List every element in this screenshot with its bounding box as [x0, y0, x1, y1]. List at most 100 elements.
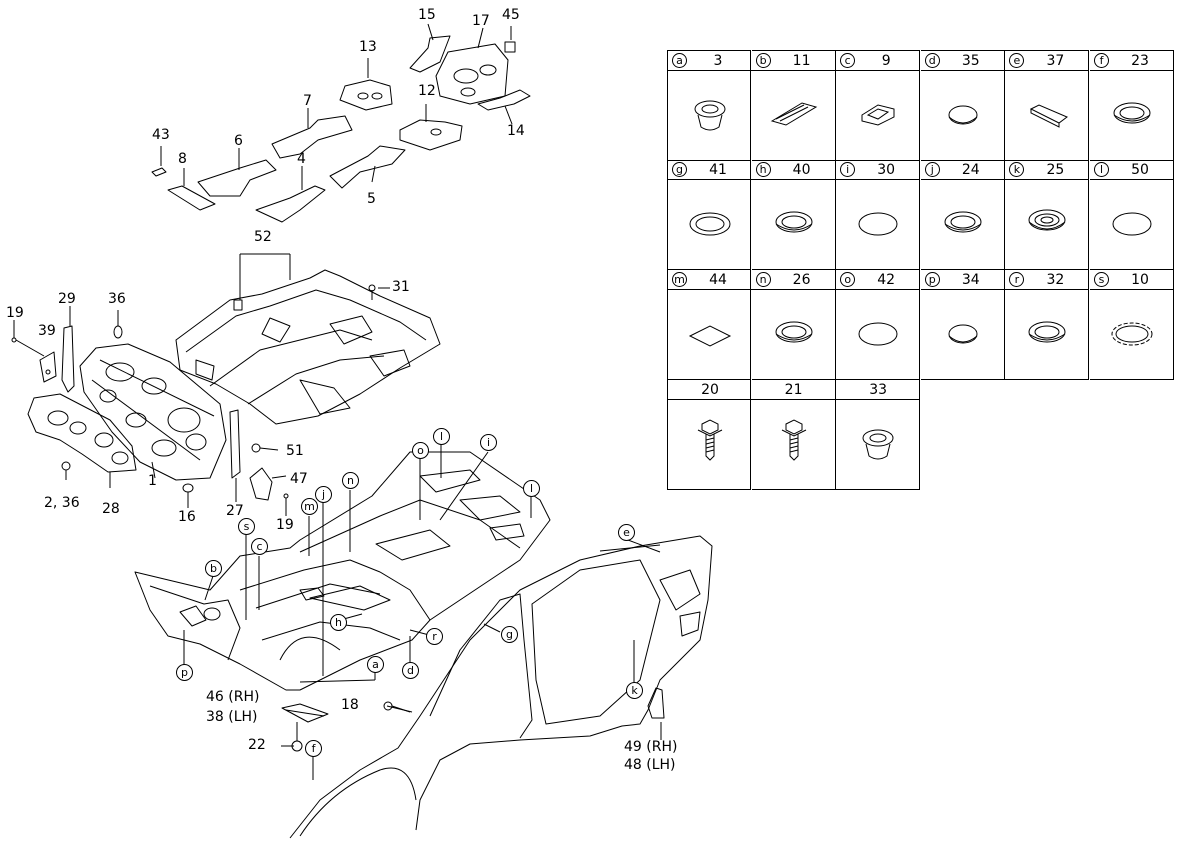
letter-s-marker: s	[238, 518, 255, 535]
pad-43	[151, 146, 167, 177]
pad-49-48	[647, 687, 665, 719]
oval-plug-icon	[921, 290, 1005, 380]
floor-carpet	[175, 253, 441, 425]
parts-table-letter: h	[755, 162, 771, 177]
round-plug-icon	[752, 290, 836, 380]
round-plug-icon	[1005, 290, 1089, 380]
letter-k-marker: k	[626, 682, 643, 699]
parts-table-cell: 33	[836, 380, 921, 490]
parts-table-part-number: 25	[1046, 162, 1065, 178]
dash-insulator-1	[79, 343, 227, 481]
round-plug-icon	[1090, 71, 1174, 161]
callout-22: 22	[248, 737, 266, 753]
parts-table-part-number: 34	[961, 272, 980, 288]
parts-table-cell: r 32	[1005, 270, 1090, 380]
parts-table-letter: b	[755, 53, 771, 68]
letter-p-marker: p	[176, 664, 193, 681]
parts-table-cell: h 40	[751, 160, 836, 270]
letter-m-marker: m	[301, 498, 318, 515]
pad-12	[399, 104, 463, 151]
parts-table-cell: e 37	[1005, 50, 1090, 161]
parts-table-letter: e	[1009, 53, 1025, 68]
parts-table-cell-header: p 34	[920, 270, 1005, 290]
letter-f-marker: f	[305, 740, 322, 757]
parts-table-part-number: 11	[792, 53, 811, 69]
parts-table-part-number: 24	[961, 162, 980, 178]
callout-5: 5	[367, 191, 376, 207]
bolt-icon	[668, 400, 752, 490]
parts-table-part-number: 32	[1046, 272, 1065, 288]
callout-15: 15	[418, 7, 436, 23]
clip-51	[251, 443, 279, 453]
parts-table-cell-header: r 32	[1005, 270, 1090, 290]
parts-table-part-number: 41	[709, 162, 727, 178]
callout-48-lh: 48 (LH)	[624, 757, 676, 773]
callout-43: 43	[152, 127, 170, 143]
callout-19-left: 19	[6, 305, 24, 321]
parts-table-part-number: 37	[1046, 53, 1065, 69]
parts-table-part-number: 9	[881, 53, 891, 69]
callout-6: 6	[234, 133, 243, 149]
clip-22	[291, 722, 303, 752]
parts-table-cell-header: 33	[836, 380, 921, 400]
square-pad-icon	[668, 290, 752, 380]
grommet-16	[182, 483, 194, 508]
pad-17	[435, 27, 509, 105]
pad-13	[339, 58, 393, 111]
letter-g-marker: g	[501, 626, 518, 643]
callout-16: 16	[178, 509, 196, 525]
callout-8: 8	[178, 151, 187, 167]
parts-table-cell: p 34	[920, 270, 1005, 380]
callout-4: 4	[297, 151, 306, 167]
parts-table-letter: p	[924, 272, 940, 287]
letter-l-marker-1: l	[433, 428, 450, 445]
parts-table-letter: r	[1009, 272, 1025, 287]
callout-12: 12	[418, 83, 436, 99]
rubber-strip-icon	[752, 71, 836, 161]
round-plug-icon	[752, 180, 836, 270]
clip-36	[113, 310, 123, 339]
square-plug-icon	[836, 71, 920, 161]
parts-table-letter: o	[840, 272, 856, 287]
grommet-plug-icon	[836, 400, 920, 490]
round-plug-icon	[921, 180, 1005, 270]
callout-13: 13	[359, 39, 377, 55]
parts-table-cell: b 11	[751, 50, 836, 161]
letter-n-marker: n	[342, 472, 359, 489]
serrated-plug-icon	[1090, 290, 1174, 380]
parts-table-cell-header: b 11	[751, 51, 836, 71]
letter-b-marker: b	[205, 560, 222, 577]
parts-table-cell-header: 21	[751, 380, 836, 400]
pad-6	[197, 148, 277, 197]
parts-table-cell-header: h 40	[751, 160, 836, 180]
callout-38-lh: 38 (LH)	[206, 709, 258, 725]
bolt-18	[383, 701, 411, 713]
parts-table-part-number: 26	[792, 272, 811, 288]
letter-r-marker: r	[426, 628, 443, 645]
letter-i-marker: i	[480, 434, 497, 451]
parts-table-part-number: 21	[784, 382, 803, 398]
parts-table-part-number: 40	[792, 162, 811, 178]
pad-15	[409, 23, 451, 73]
bracket-27	[229, 409, 241, 502]
callout-51: 51	[286, 443, 304, 459]
disc-plug-icon	[1090, 180, 1174, 270]
letter-e-marker: e	[618, 524, 635, 541]
callout-39: 39	[38, 323, 56, 339]
pad-icon	[1005, 71, 1089, 161]
parts-table-cell-header: n 26	[751, 270, 836, 290]
bolt-19-right	[283, 493, 289, 516]
parts-table-part-number: 33	[869, 382, 888, 398]
bracket-29	[61, 306, 75, 393]
callout-52: 52	[254, 229, 272, 245]
parts-table-letter: n	[755, 272, 771, 287]
